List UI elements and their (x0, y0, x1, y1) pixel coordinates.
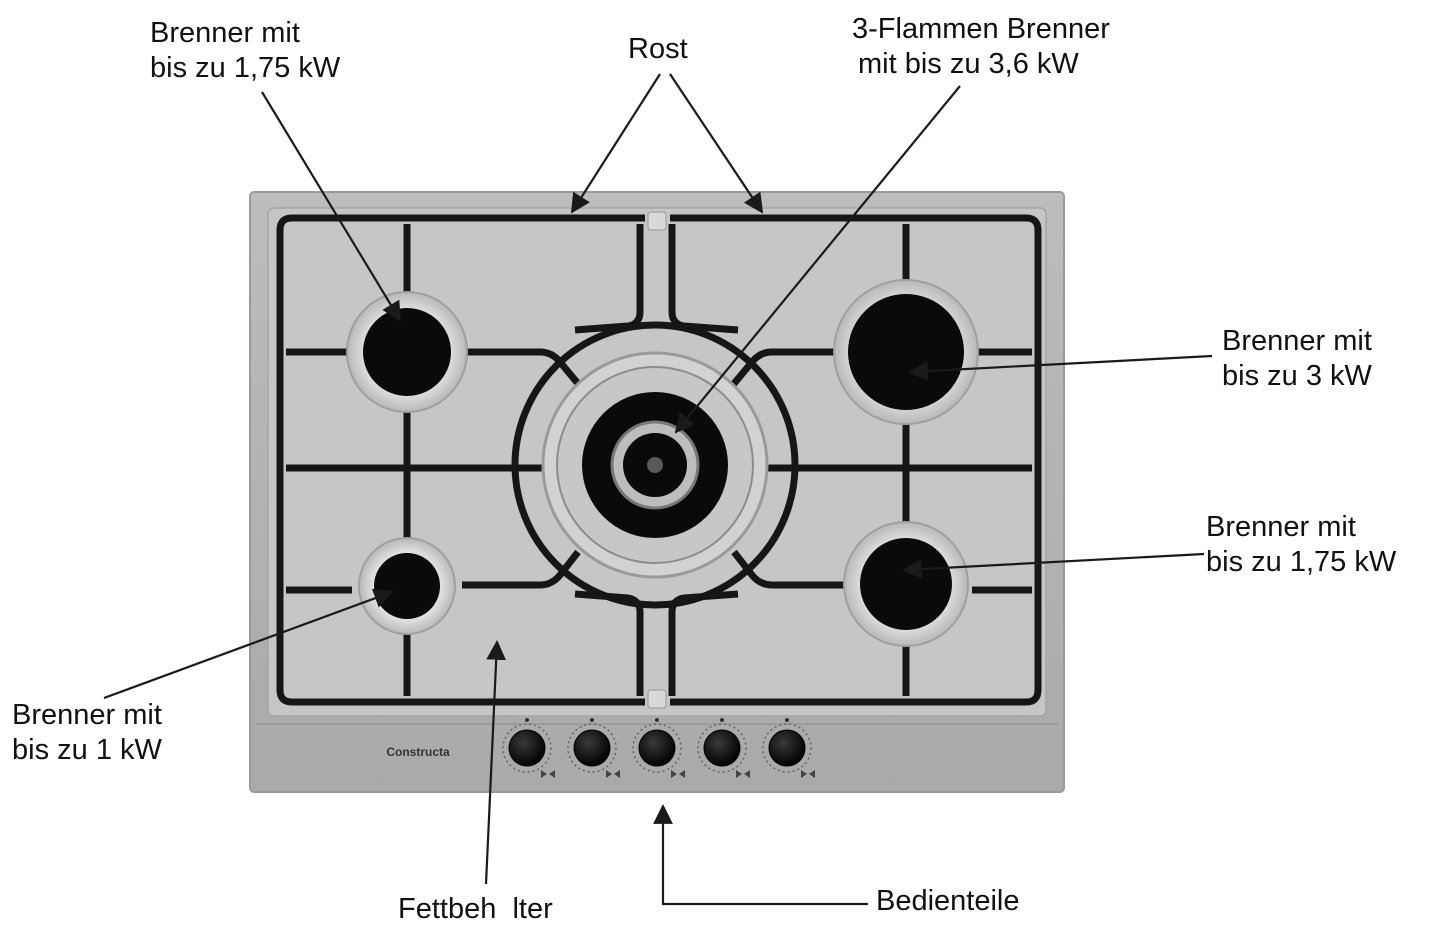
label-drip-tray: Fettbeh lter (398, 892, 553, 927)
grate-center-clip-top (647, 211, 667, 231)
label-burner-top-left-line1: Brenner mit (150, 17, 300, 49)
burner-bottom-right (843, 521, 969, 647)
grate-center-clip-bottom (647, 689, 667, 709)
burner-top-right (833, 279, 979, 425)
grate (276, 214, 1042, 706)
label-grate: Rost (628, 32, 688, 67)
leader-burner-top-right (908, 354, 1213, 381)
leader-grate-left (570, 73, 661, 214)
control-knob[interactable] (697, 718, 750, 778)
control-knob[interactable] (632, 718, 685, 778)
label-burner-top-left: Brenner mit bis zu 1,75 kW (150, 16, 340, 86)
control-knobs (502, 718, 815, 778)
label-burner-center: 3-Flammen Brenner mit bis zu 3,6 kW (852, 12, 1110, 82)
label-drip-tray-text: Fettbeh lter (398, 893, 553, 925)
label-burner-center-line2: mit bis zu 3,6 kW (858, 48, 1079, 80)
label-burner-bottom-right: Brenner mit bis zu 1,75 kW (1206, 510, 1396, 580)
label-burner-top-left-line2: bis zu 1,75 kW (150, 52, 341, 84)
control-knob[interactable] (502, 718, 555, 778)
label-controls: Bedienteile (876, 884, 1020, 919)
leader-drip-tray (484, 640, 507, 885)
leader-controls (653, 804, 868, 906)
burner-center-triple (541, 351, 769, 579)
leader-grate-right (669, 73, 764, 214)
label-burner-bottom-left-line1: Brenner mit (12, 699, 162, 731)
leader-burner-top-left (261, 91, 402, 322)
label-burner-center-line1: 3-Flammen Brenner (852, 13, 1110, 45)
label-burner-top-right-line2: bis zu 3 kW (1222, 360, 1372, 392)
label-burner-bottom-left-line2: bis zu 1 kW (12, 734, 162, 766)
leader-burner-bottom-left (103, 588, 394, 700)
leader-lines (103, 73, 1213, 906)
label-burner-bottom-right-line2: bis zu 1,75 kW (1206, 546, 1397, 578)
label-burner-bottom-left: Brenner mit bis zu 1 kW (12, 698, 162, 768)
label-burner-bottom-right-line1: Brenner mit (1206, 511, 1356, 543)
leader-burner-center (674, 85, 961, 434)
burner-bottom-left (358, 537, 456, 635)
label-grate-text: Rost (628, 33, 688, 65)
label-controls-text: Bedienteile (876, 885, 1020, 917)
control-knob[interactable] (567, 718, 620, 778)
label-burner-top-right-line1: Brenner mit (1222, 325, 1372, 357)
burner-top-left (346, 291, 468, 413)
control-knob[interactable] (762, 718, 815, 778)
label-burner-top-right: Brenner mit bis zu 3 kW (1222, 324, 1372, 394)
brand-logo: Constructa (386, 745, 450, 759)
leader-burner-bottom-right (902, 552, 1205, 579)
